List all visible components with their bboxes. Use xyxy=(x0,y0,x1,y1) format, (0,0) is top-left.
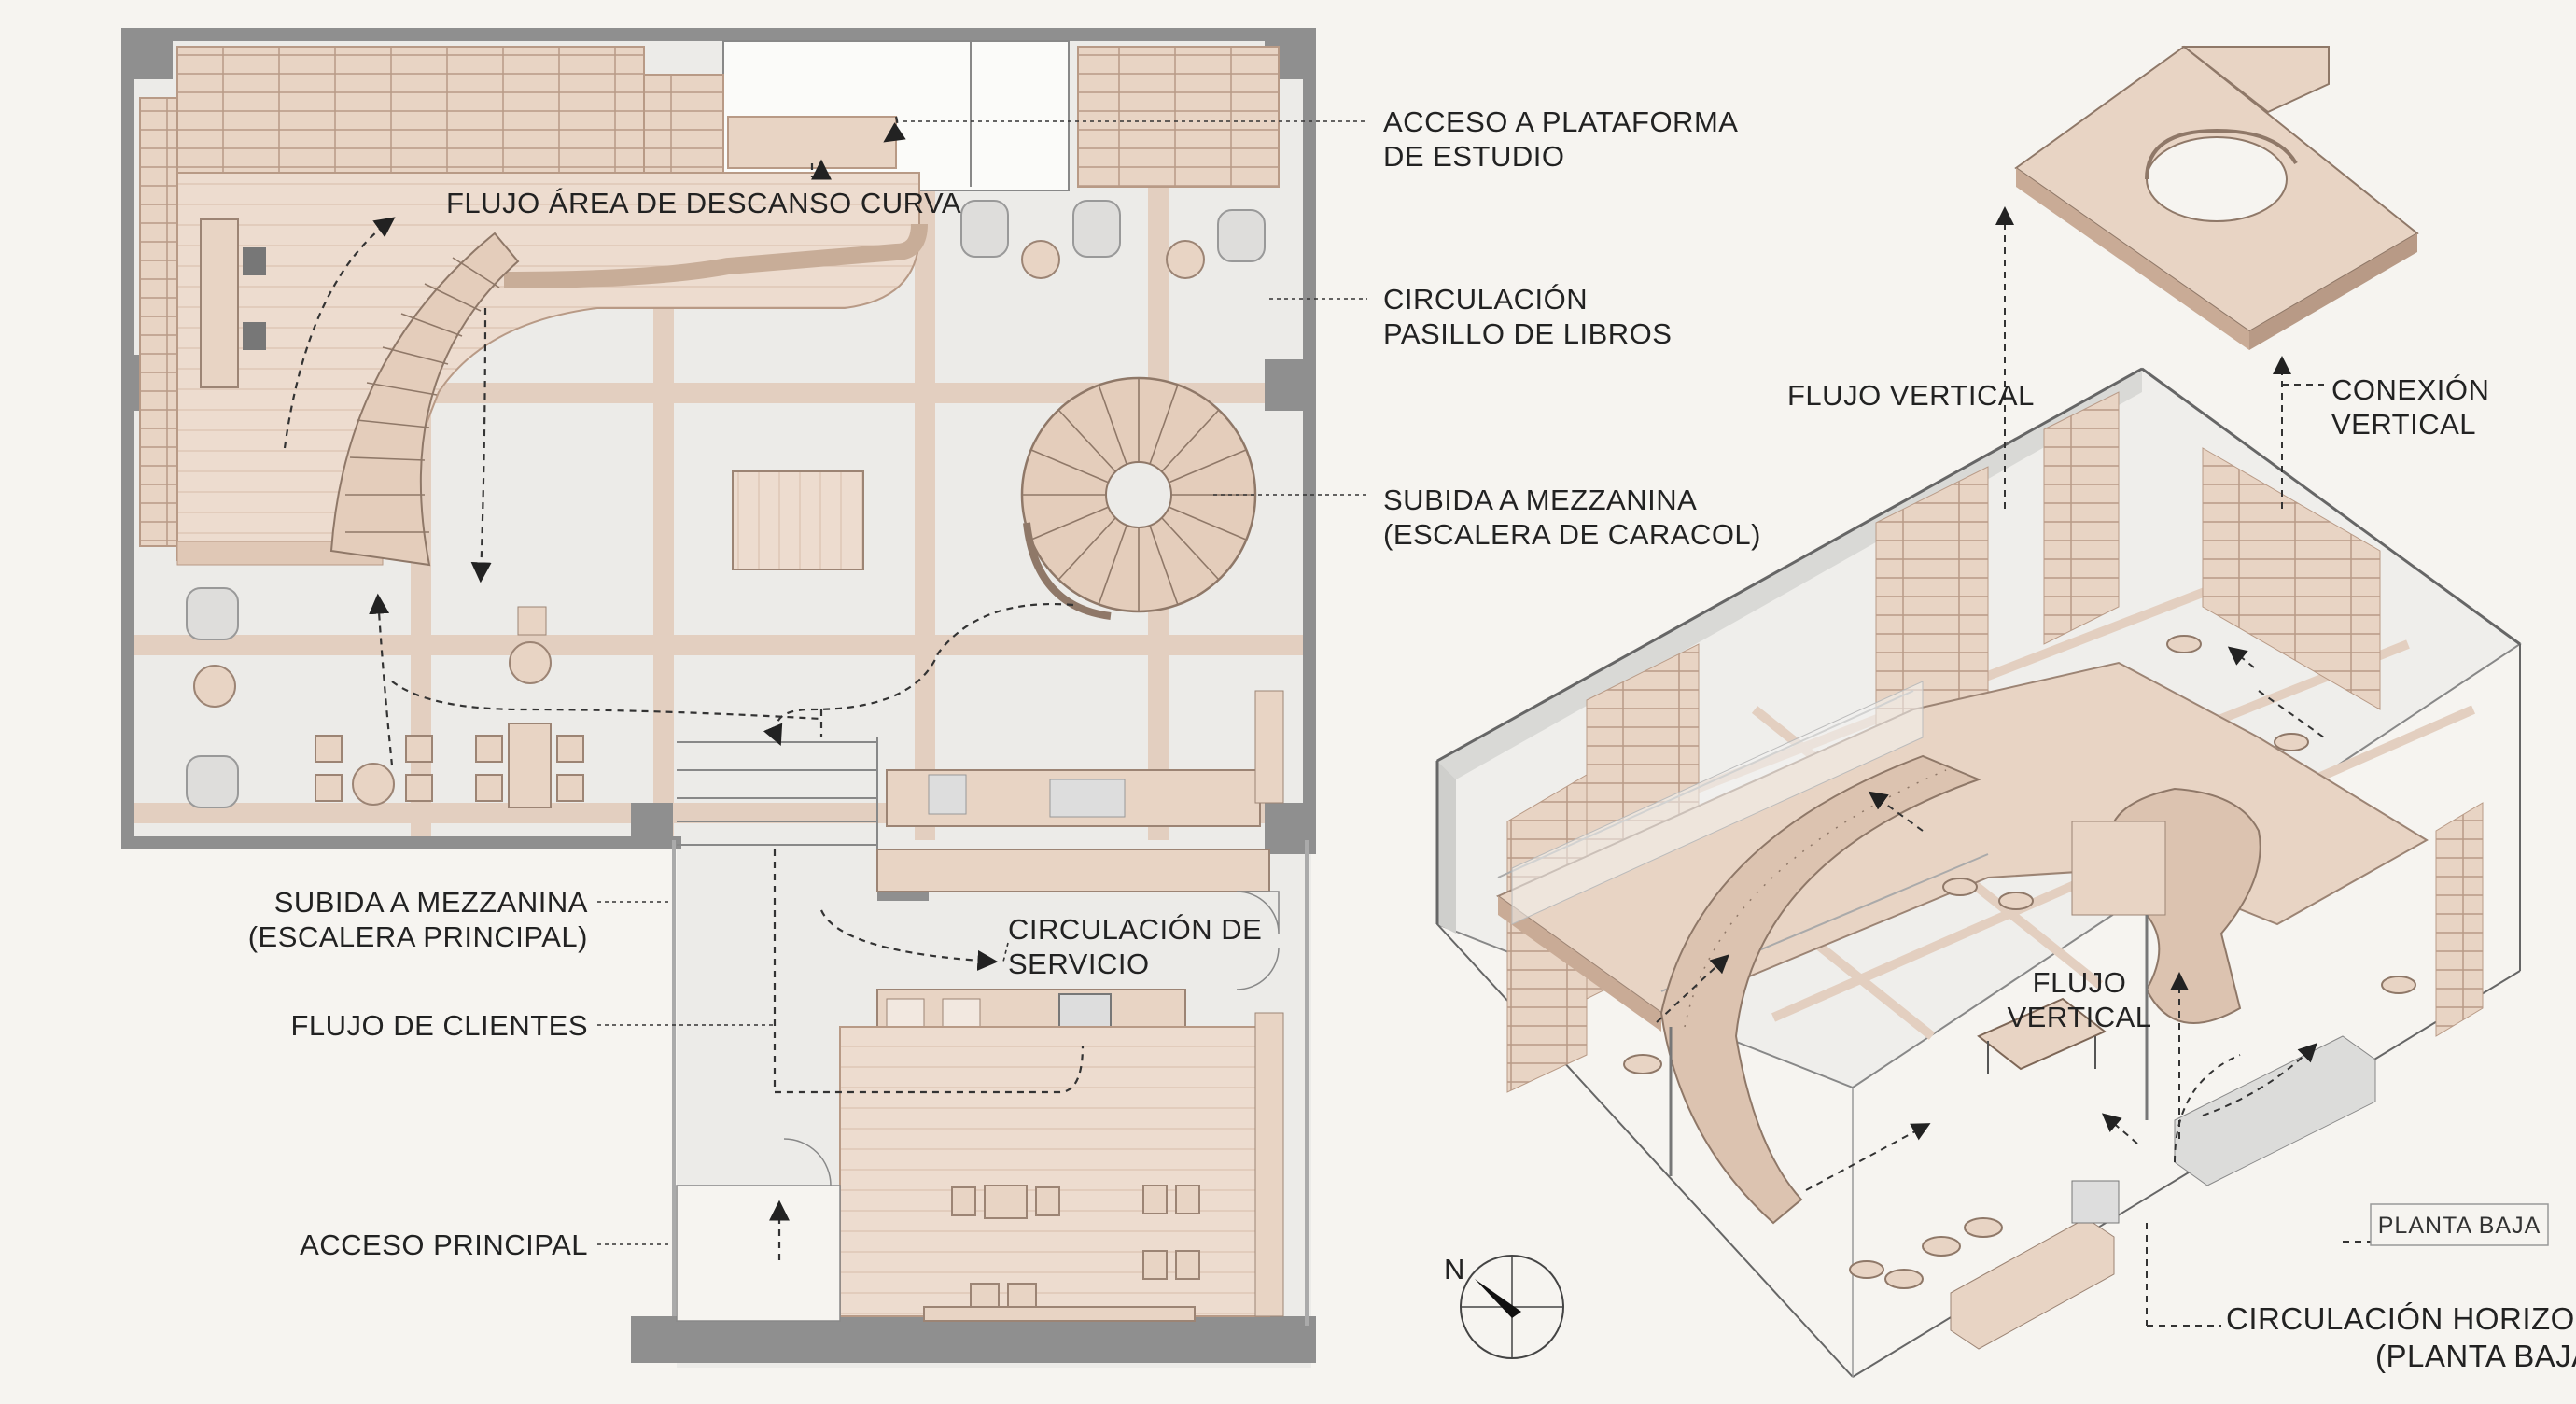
leader-lines xyxy=(597,120,1367,1245)
compass-north-label: N xyxy=(1444,1253,1465,1285)
central-table xyxy=(732,470,864,570)
label-flujo-vertical-mid-2: VERTICAL xyxy=(2007,1001,2151,1033)
isometric-view xyxy=(1435,45,2522,1378)
main-staircase xyxy=(329,232,520,567)
right-labels: FLUJO VERTICAL CONEXIÓN VERTICAL FLUJO V… xyxy=(1787,373,2576,1373)
armchairs xyxy=(960,200,1266,262)
walls xyxy=(121,28,1316,1363)
bookshelf xyxy=(643,74,724,174)
label-circulacion-horizontal-2: (PLANTA BAJA xyxy=(2375,1339,2576,1373)
cafe-floor xyxy=(839,1026,1270,1317)
label-subida-caracol-2: (ESCALERA DE CARACOL) xyxy=(1383,518,1761,551)
study-desk xyxy=(200,218,239,388)
label-circulacion-servicio-1: CIRCULACIÓN DE xyxy=(1008,913,1262,946)
iso-study-platform xyxy=(2014,45,2419,350)
label-acceso-principal: ACCESO PRINCIPAL xyxy=(300,1228,588,1261)
placard xyxy=(2370,1203,2549,1246)
bookshelf xyxy=(139,97,178,547)
label-flujo-clientes: FLUJO DE CLIENTES xyxy=(290,1009,588,1042)
label-subida-caracol-1: SUBIDA A MEZZANINA xyxy=(1383,484,1697,516)
compass-needle-icon xyxy=(1475,1279,1521,1318)
label-circulacion-servicio-2: SERVICIO xyxy=(1008,948,1150,980)
label-acceso-plataforma-2: DE ESTUDIO xyxy=(1383,140,1564,173)
bookshelf xyxy=(176,46,645,174)
label-flujo-vertical-mid-1: FLUJO xyxy=(2033,966,2127,999)
label-flujo-curva: FLUJO ÁREA DE DESCANSO CURVA xyxy=(446,187,961,219)
iso-main-staircase xyxy=(1659,754,1981,1225)
label-circulacion-1: CIRCULACIÓN xyxy=(1383,283,1588,316)
bookshelf xyxy=(1077,46,1280,188)
label-subida-principal-1: SUBIDA A MEZZANINA xyxy=(274,886,588,919)
placard-text: PLANTA BAJA xyxy=(2378,1213,2541,1239)
cafe-tables xyxy=(923,1185,1200,1322)
label-subida-principal-2: (ESCALERA PRINCIPAL) xyxy=(248,920,588,953)
label-acceso-plataforma-1: ACCESO A PLATAFORMA xyxy=(1383,105,1738,138)
spiral-staircase xyxy=(1020,376,1257,620)
tables xyxy=(315,723,584,808)
floor-plan xyxy=(121,28,1367,1368)
label-flujo-vertical-top: FLUJO VERTICAL xyxy=(1787,379,2035,412)
label-circulacion-horizontal-1: CIRCULACIÓN HORIZONTAL xyxy=(2226,1301,2576,1336)
left-labels: ACCESO A PLATAFORMA DE ESTUDIO CIRCULACI… xyxy=(248,105,1761,1261)
label-conexion-2: VERTICAL xyxy=(2331,408,2476,441)
north-compass: N xyxy=(1444,1253,1564,1359)
label-circulacion-2: PASILLO DE LIBROS xyxy=(1383,317,1672,350)
iso-chairs xyxy=(1623,635,2416,1289)
flow-arrows xyxy=(283,116,1085,1260)
label-conexion-1: CONEXIÓN xyxy=(2331,373,2489,406)
iso-flow-arrows xyxy=(1656,206,2375,1327)
